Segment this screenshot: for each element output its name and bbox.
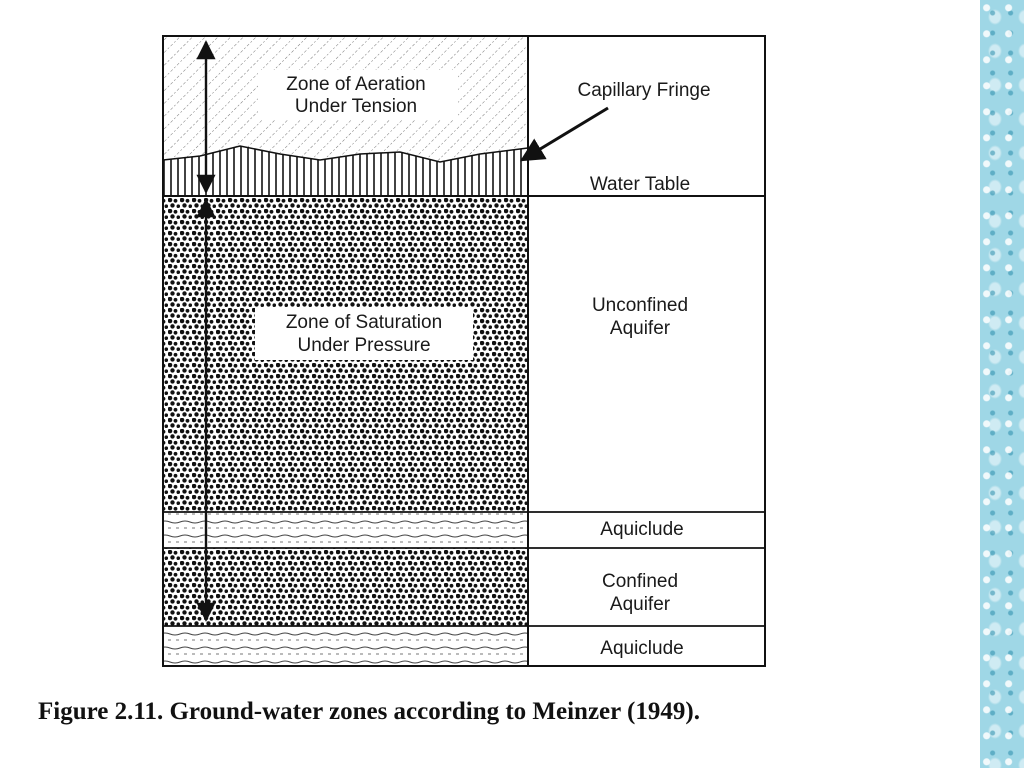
lower-aquiclude-label: Aquiclude bbox=[600, 638, 683, 659]
confined-aquifer-label-line1: Confined bbox=[602, 571, 678, 592]
saturation-label-backdrop bbox=[255, 308, 473, 360]
zone-saturation-label-line2: Under Pressure bbox=[297, 335, 430, 356]
zone-saturation-label-line1: Zone of Saturation bbox=[286, 312, 442, 333]
capillary-fringe-pointer-arrow bbox=[519, 106, 609, 162]
aeration-label-backdrop bbox=[258, 70, 458, 120]
zone-aeration-label-line1: Zone of Aeration bbox=[286, 74, 425, 95]
diagram-frame bbox=[162, 35, 766, 667]
confined-aquifer-fill bbox=[163, 548, 528, 626]
unconfined-aquifer-label-line2: Aquifer bbox=[610, 318, 671, 339]
zone-aeration-label-line2: Under Tension bbox=[295, 96, 417, 117]
unconfined-aquifer-label-line1: Unconfined bbox=[592, 295, 688, 316]
groundwater-zones-diagram: Zone of Aeration Under Tension Zone of S… bbox=[162, 35, 766, 667]
decorative-water-drops-strip bbox=[980, 0, 1024, 768]
figure-caption: Figure 2.11. Ground-water zones accordin… bbox=[38, 698, 700, 725]
confined-aquifer-label-line2: Aquifer bbox=[610, 594, 671, 615]
capillary-fringe-label: Capillary Fringe bbox=[577, 80, 710, 101]
upper-aquiclude-label: Aquiclude bbox=[600, 519, 683, 540]
water-table-label: Water Table bbox=[590, 174, 690, 195]
lower-aquiclude-fill bbox=[163, 626, 528, 666]
upper-aquiclude-fill bbox=[163, 512, 528, 548]
